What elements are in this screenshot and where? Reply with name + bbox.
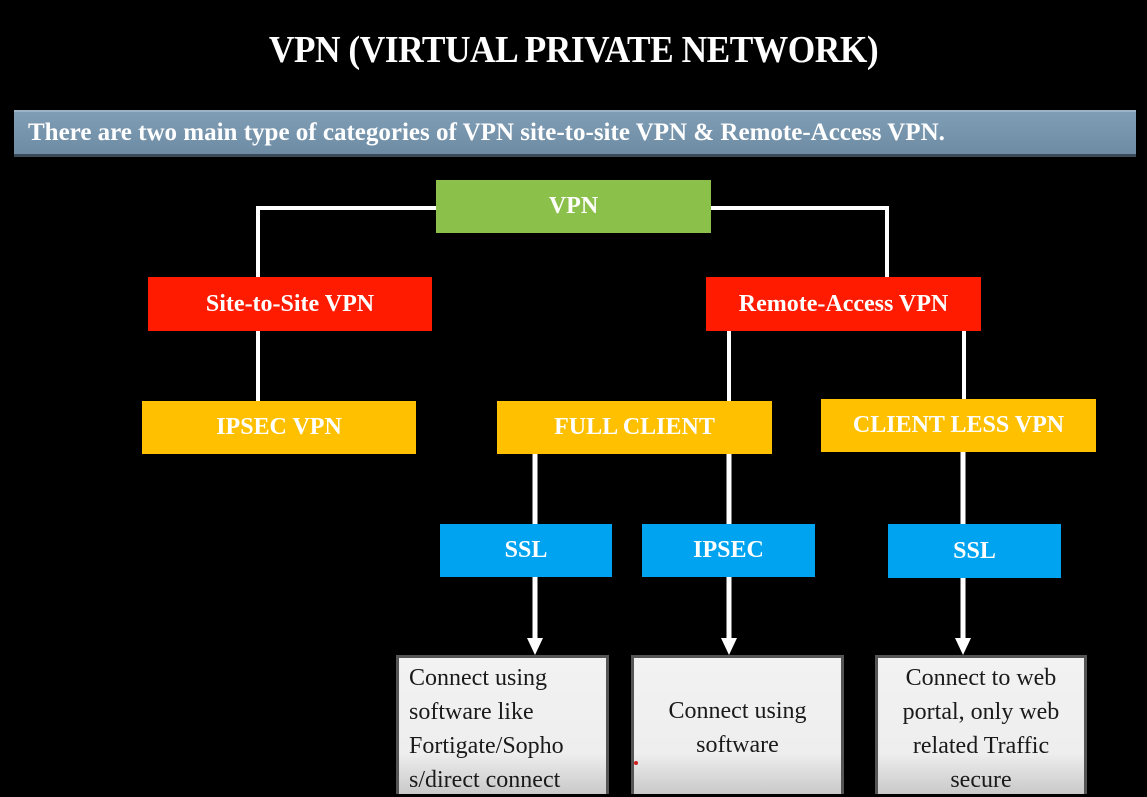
connector-root-to-site-to-site: [256, 206, 436, 277]
node-client-less-vpn: CLIENT LESS VPN: [821, 399, 1096, 452]
desc-client-less-ssl: Connect to web portal, only web related …: [875, 655, 1087, 794]
node-remote-access-vpn-label: Remote-Access VPN: [738, 290, 949, 317]
node-client-less-ssl: SSL: [888, 524, 1061, 578]
arrowhead-clientless-ssl-desc: [955, 638, 971, 655]
slide-title: VPN (VIRTUAL PRIVATE NETWORK): [268, 29, 879, 71]
desc-line: related Traffic: [912, 733, 1050, 759]
node-full-client-ssl: SSL: [440, 524, 612, 577]
node-full-client-ipsec-label: IPSEC: [693, 537, 764, 563]
arrowhead-ssl-desc: [527, 638, 543, 655]
node-ipsec-vpn-label: IPSEC VPN: [216, 414, 342, 440]
laser-pointer-dot: [634, 761, 638, 765]
desc-line: software like: [409, 699, 534, 725]
desc-full-client-ipsec: Connect using software: [631, 655, 844, 794]
node-full-client-ssl-label: SSL: [504, 537, 548, 563]
node-remote-access-vpn: Remote-Access VPN: [706, 277, 981, 331]
node-client-less-vpn-label: CLIENT LESS VPN: [852, 412, 1065, 438]
desc-line: software: [696, 732, 779, 758]
node-site-to-site-vpn-label: Site-to-Site VPN: [205, 290, 375, 317]
node-full-client-ipsec: IPSEC: [642, 524, 815, 577]
desc-line: portal, only web: [902, 699, 1060, 725]
node-client-less-ssl-label: SSL: [953, 537, 996, 564]
node-site-to-site-vpn: Site-to-Site VPN: [148, 277, 432, 331]
desc-line: Connect using: [409, 665, 547, 691]
desc-full-client-ssl: Connect using software like Fortigate/So…: [396, 655, 609, 794]
node-vpn-root: VPN: [436, 180, 711, 233]
connector-root-to-remote-access: [711, 206, 889, 277]
desc-line: Connect using: [668, 698, 807, 724]
node-ipsec-vpn: IPSEC VPN: [142, 401, 416, 454]
arrowhead-ipsec-desc: [721, 638, 737, 655]
desc-line: Connect to web: [905, 665, 1057, 691]
summary-banner: There are two main type of categories of…: [14, 110, 1136, 157]
desc-line: s/direct connect: [409, 767, 561, 793]
desc-line: Fortigate/Sopho: [409, 733, 564, 759]
desc-line: secure: [950, 767, 1012, 793]
node-vpn-root-label: VPN: [548, 193, 599, 219]
node-full-client: FULL CLIENT: [497, 401, 772, 454]
node-full-client-label: FULL CLIENT: [554, 414, 715, 440]
